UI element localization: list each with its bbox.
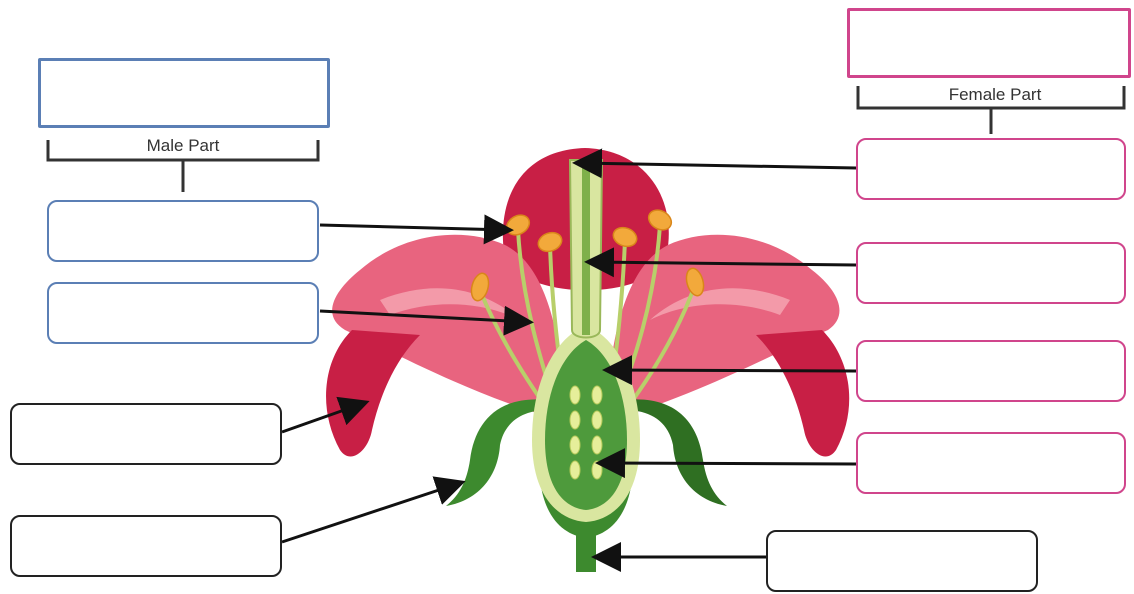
arrow-ovule bbox=[601, 463, 856, 464]
anther-label-box[interactable] bbox=[47, 200, 319, 262]
sepal-right bbox=[625, 399, 727, 506]
petal-left-curl bbox=[326, 330, 420, 456]
male-group-title-box[interactable] bbox=[38, 58, 330, 128]
female-group-title-box[interactable] bbox=[847, 8, 1131, 78]
ovary-label-box[interactable] bbox=[856, 340, 1126, 402]
stigma-label-box[interactable] bbox=[856, 138, 1126, 200]
sepal-label-box[interactable] bbox=[10, 515, 282, 577]
ovule-label-box[interactable] bbox=[856, 432, 1126, 494]
stem bbox=[576, 530, 596, 572]
style-label-box[interactable] bbox=[856, 242, 1126, 304]
arrow-anther bbox=[320, 225, 508, 230]
petal-label-box[interactable] bbox=[10, 403, 282, 465]
receptacle-label-box[interactable] bbox=[766, 530, 1038, 592]
style-core bbox=[582, 165, 590, 335]
arrow-sepal bbox=[282, 483, 460, 542]
filament-label-box[interactable] bbox=[47, 282, 319, 344]
female-part-caption: Female Part bbox=[910, 85, 1080, 105]
male-part-caption: Male Part bbox=[98, 136, 268, 156]
arrow-ovary bbox=[608, 370, 856, 371]
petal-right-curl bbox=[756, 330, 849, 456]
